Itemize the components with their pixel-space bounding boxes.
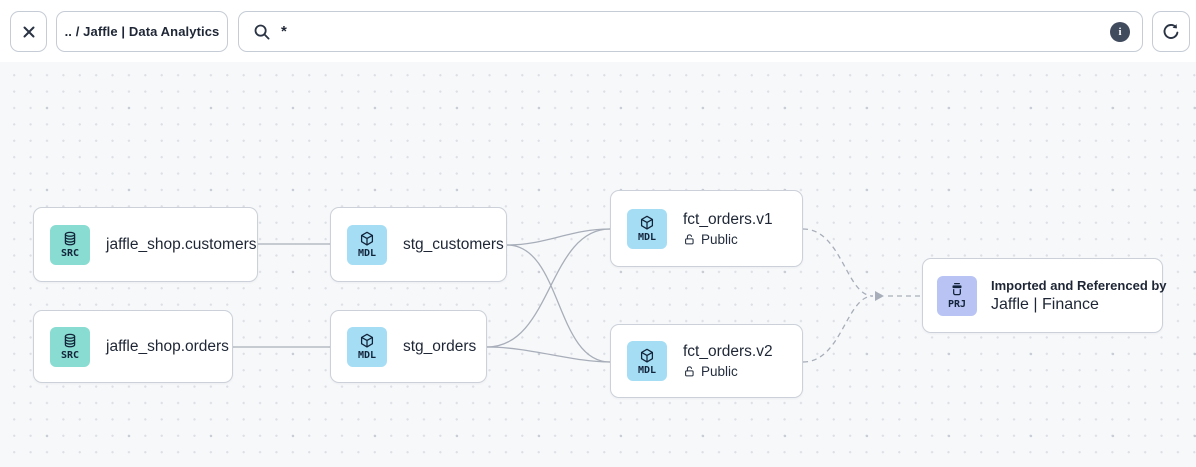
model-badge: MDL — [347, 224, 387, 265]
badge-label: PRJ — [947, 299, 967, 310]
unlock-icon — [685, 233, 694, 244]
access-label: Public — [701, 231, 738, 247]
archive-box-icon — [952, 282, 962, 296]
node-fct-orders-v2[interactable]: MDL fct_orders.v2 Public — [610, 324, 803, 398]
cube-icon — [640, 348, 654, 363]
search-box[interactable]: i — [238, 11, 1143, 52]
search-icon — [254, 24, 270, 39]
model-badge: MDL — [347, 326, 387, 367]
access-row: Public — [683, 232, 773, 247]
cube-icon — [640, 215, 654, 230]
toolbar: .. / Jaffle | Data Analytics i — [0, 0, 1196, 62]
search-input[interactable] — [281, 23, 1110, 40]
badge-label: MDL — [357, 248, 377, 259]
node-label: stg_orders — [403, 337, 477, 355]
badge-label: MDL — [637, 232, 657, 243]
database-icon — [64, 333, 76, 348]
node-jaffle-shop-customers[interactable]: SRC jaffle_shop.customers — [33, 207, 258, 282]
source-badge: SRC — [50, 326, 90, 367]
badge-label: SRC — [60, 350, 80, 361]
cube-icon — [360, 333, 374, 348]
close-button[interactable] — [10, 11, 47, 52]
close-icon — [23, 26, 34, 37]
badge-label: MDL — [637, 364, 657, 376]
database-icon — [64, 231, 76, 246]
badge-label: SRC — [60, 248, 80, 259]
node-jaffle-shop-orders[interactable]: SRC jaffle_shop.orders — [33, 310, 233, 383]
node-project-jaffle-finance[interactable]: PRJ Imported and Referenced by Jaffle | … — [922, 258, 1167, 333]
node-stg-orders[interactable]: MDL stg_orders — [330, 310, 487, 383]
refresh-icon — [1163, 23, 1179, 39]
badge-label: MDL — [357, 350, 377, 361]
access-label: Public — [701, 364, 738, 379]
cube-icon — [360, 231, 374, 246]
access-row: Public — [683, 364, 773, 379]
model-badge: MDL — [627, 208, 667, 249]
node-label: jaffle_shop.orders — [106, 337, 229, 355]
node-relation-title: Imported and Referenced by — [991, 277, 1167, 293]
node-label: stg_customers — [403, 235, 504, 253]
node-stg-customers[interactable]: MDL stg_customers — [330, 207, 507, 282]
project-badge: PRJ — [937, 275, 977, 316]
source-badge: SRC — [50, 224, 90, 265]
node-label: Jaffle | Finance — [991, 295, 1099, 313]
node-fct-orders-v1[interactable]: MDL fct_orders.v1 Public — [610, 190, 803, 267]
unlock-icon — [685, 366, 694, 377]
node-label: jaffle_shop.customers — [106, 235, 257, 253]
model-badge: MDL — [627, 341, 667, 381]
node-label: fct_orders.v2 — [683, 343, 773, 360]
refresh-button[interactable] — [1152, 11, 1190, 52]
breadcrumb[interactable]: .. / Jaffle | Data Analytics — [56, 11, 228, 52]
node-label: fct_orders.v1 — [683, 210, 773, 228]
info-icon[interactable]: i — [1110, 21, 1130, 42]
breadcrumb-label: .. / Jaffle | Data Analytics — [64, 24, 220, 39]
